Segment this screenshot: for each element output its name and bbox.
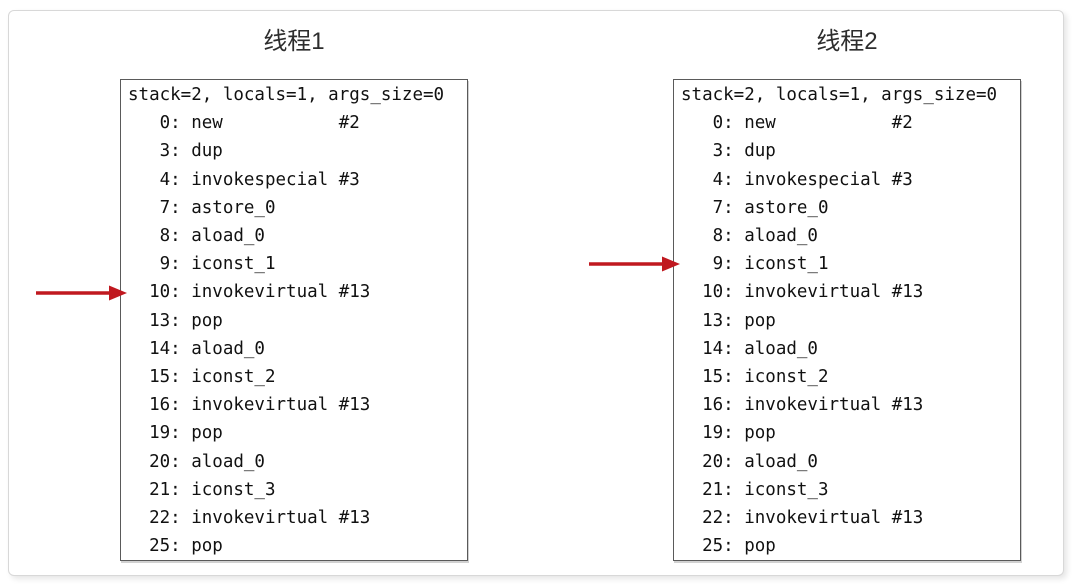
bytecode-line: 7: astore_0 — [128, 197, 276, 218]
bytecode-line: 0: new #2 — [681, 113, 913, 134]
bytecode-line-current: 10: invokevirtual #13 — [128, 282, 371, 303]
bytecode-line: 22: invokevirtual #13 — [681, 508, 924, 529]
bytecode-line: 21: iconst_3 — [128, 479, 276, 500]
bytecode-line: 21: iconst_3 — [681, 479, 829, 500]
bytecode-line: 13: pop — [128, 310, 223, 331]
bytecode-line: 3: dup — [681, 141, 776, 162]
bytecode-line: 19: pop — [681, 423, 776, 444]
bytecode-line: 13: pop — [681, 310, 776, 331]
bytecode-header: stack=2, locals=1, args_size=0 — [681, 85, 998, 105]
bytecode-line-current: 9: iconst_1 — [681, 254, 829, 275]
bytecode-line: 15: iconst_2 — [681, 367, 829, 388]
bytecode-line: 4: invokespecial #3 — [128, 169, 360, 190]
bytecode-line: 20: aload_0 — [681, 451, 818, 472]
bytecode-header: stack=2, locals=1, args_size=0 — [128, 85, 445, 105]
bytecode-line: 25: pop — [681, 536, 776, 557]
bytecode-line: 8: aload_0 — [681, 226, 818, 247]
thread-2-bytecode-box: stack=2, locals=1, args_size=0 0: new #2… — [673, 79, 1021, 561]
arrow-head — [109, 285, 127, 301]
bytecode-line: 25: pop — [128, 536, 223, 557]
bytecode-line: 9: iconst_1 — [128, 254, 276, 275]
arrow-head — [662, 256, 680, 272]
bytecode-line: 0: new #2 — [128, 113, 360, 134]
bytecode-line: 14: aload_0 — [128, 338, 265, 359]
bytecode-line: 16: invokevirtual #13 — [128, 395, 371, 416]
thread-1-title: 线程1 — [263, 28, 325, 55]
thread-1-position-arrow-icon — [36, 285, 127, 301]
bytecode-line: 15: iconst_2 — [128, 367, 276, 388]
bytecode-line: 10: invokevirtual #13 — [681, 282, 924, 303]
bytecode-line: 14: aload_0 — [681, 338, 818, 359]
figure-card: 线程1 线程2 stack=2, locals=1, args_size=0 0… — [8, 10, 1064, 576]
bytecode-line: 7: astore_0 — [681, 197, 829, 218]
bytecode-line: 8: aload_0 — [128, 226, 265, 247]
bytecode-line: 22: invokevirtual #13 — [128, 508, 371, 529]
thread-2-position-arrow-icon — [589, 256, 680, 272]
thread-1-bytecode-box: stack=2, locals=1, args_size=0 0: new #2… — [120, 79, 468, 561]
thread-2-title: 线程2 — [816, 28, 878, 55]
bytecode-line: 3: dup — [128, 141, 223, 162]
bytecode-line: 19: pop — [128, 423, 223, 444]
bytecode-line: 16: invokevirtual #13 — [681, 395, 924, 416]
bytecode-line: 20: aload_0 — [128, 451, 265, 472]
bytecode-line: 4: invokespecial #3 — [681, 169, 913, 190]
